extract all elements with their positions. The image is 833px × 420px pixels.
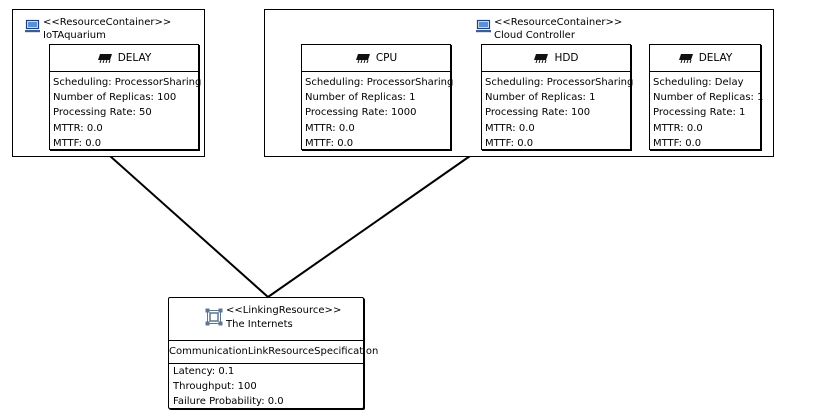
resource-spec-delay[interactable]: DELAY Scheduling: Delay Number of Replic… [649,44,764,151]
spec-header: DELAY [50,45,198,72]
link-throughput: Throughput: 100 [173,381,257,393]
container-stereotype: <<ResourceContainer>> [43,17,172,28]
container-name: IoTAquarium [43,30,106,41]
linking-resource-header: <<LinkingResource>> The Internets [169,298,363,340]
spec-name: DELAY [698,52,733,64]
spec-properties: Scheduling: ProcessorSharing Number of R… [302,72,454,151]
spec-scheduling: Scheduling: ProcessorSharing [53,77,202,88]
link-failure-probability: Failure Probability: 0.0 [173,396,284,408]
container-header: <<ResourceContainer>> IoTAquarium [25,16,172,42]
spec-name: DELAY [117,52,152,64]
spec-mttf: MTTF: 0.0 [653,137,702,149]
link-latency: Latency: 0.1 [173,366,235,377]
linking-resource-stereotype: <<LinkingResource>> [226,305,342,316]
spec-name: CPU [375,52,398,64]
spec-mttr: MTTR: 0.0 [653,122,703,134]
resource-spec-hdd[interactable]: HDD Scheduling: ProcessorSharing Number … [481,44,634,151]
spec-scheduling: Scheduling: Delay [653,77,744,88]
chip-icon [534,54,549,63]
spec-properties: Scheduling: Delay Number of Replicas: 1 … [650,72,764,151]
spec-header: HDD [482,45,630,72]
chip-icon [678,54,693,63]
link-spec-title: CommunicationLinkResourceSpecification [169,340,378,364]
connector-cloudcontroller-internets[interactable] [267,155,471,298]
spec-replicas: Number of Replicas: 1 [305,92,416,104]
linking-resource-name: The Internets [226,319,293,330]
spec-mttr: MTTR: 0.0 [485,122,535,134]
connector-iotaquarium-internets[interactable] [109,155,269,298]
spec-name: HDD [554,52,579,64]
link-spec-properties: Latency: 0.1 Throughput: 100 Failure Pro… [173,364,284,410]
spec-mttf: MTTF: 0.0 [485,137,534,149]
spec-processing-rate: Processing Rate: 1 [653,107,746,119]
spec-scheduling: Scheduling: ProcessorSharing [485,77,634,88]
spec-header: CPU [302,45,450,72]
spec-properties: Scheduling: ProcessorSharing Number of R… [482,72,634,151]
spec-header: DELAY [650,45,760,72]
container-stereotype: <<ResourceContainer>> [494,17,623,28]
resource-container-iotaquarium[interactable]: <<ResourceContainer>> IoTAquarium DELAY … [12,9,205,157]
resource-container-cloud-controller[interactable]: <<ResourceContainer>> Cloud Controller C… [264,9,774,157]
spec-processing-rate: Processing Rate: 50 [53,107,152,119]
computer-icon [25,19,40,33]
spec-mttr: MTTR: 0.0 [305,122,355,134]
spec-mttf: MTTF: 0.0 [53,137,102,149]
spec-mttf: MTTF: 0.0 [305,137,354,149]
chip-icon [97,54,112,63]
spec-mttr: MTTR: 0.0 [53,122,103,134]
network-icon [205,308,223,326]
container-name: Cloud Controller [494,30,575,41]
resource-spec-delay[interactable]: DELAY Scheduling: ProcessorSharing Numbe… [49,44,202,151]
computer-icon [476,19,491,33]
spec-processing-rate: Processing Rate: 1000 [305,107,417,119]
spec-scheduling: Scheduling: ProcessorSharing [305,77,454,88]
spec-replicas: Number of Replicas: 1 [485,92,596,104]
linking-resource-the-internets[interactable]: <<LinkingResource>> The Internets Commun… [168,297,378,410]
spec-processing-rate: Processing Rate: 100 [485,107,591,119]
spec-replicas: Number of Replicas: 100 [53,92,177,104]
resource-spec-cpu[interactable]: CPU Scheduling: ProcessorSharing Number … [301,44,454,151]
chip-icon [355,54,370,63]
spec-properties: Scheduling: ProcessorSharing Number of R… [50,72,202,151]
spec-replicas: Number of Replicas: 1 [653,92,764,104]
container-header: <<ResourceContainer>> Cloud Controller [476,16,623,42]
